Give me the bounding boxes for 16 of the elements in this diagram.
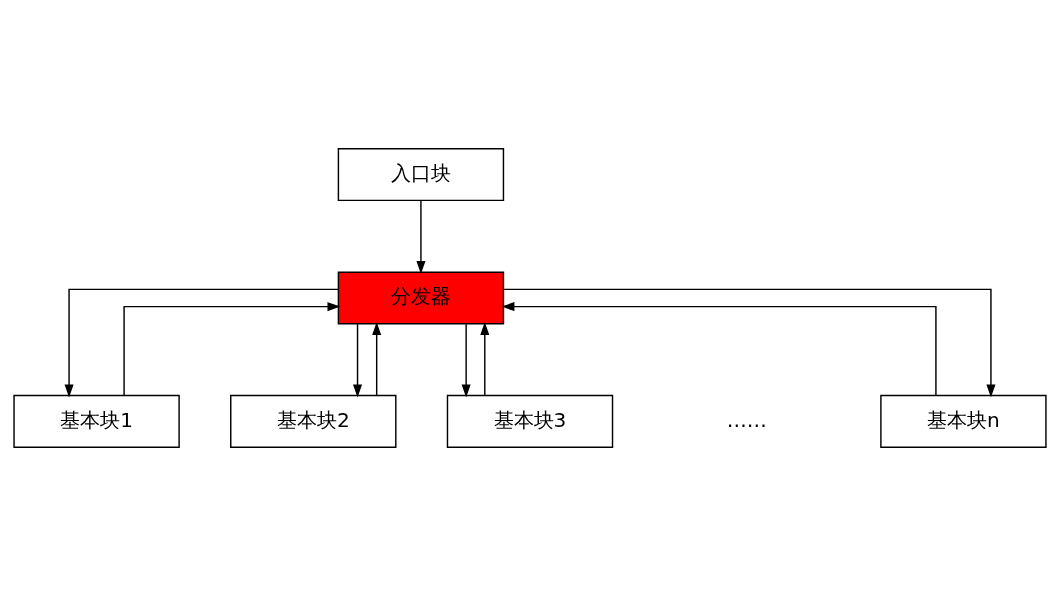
label: …… — [726, 407, 767, 432]
arrow — [461, 322, 471, 397]
arrow — [353, 322, 363, 397]
arrow — [501, 301, 937, 396]
arrow — [503, 288, 996, 397]
node-box: 基本块1 — [13, 394, 180, 448]
arrow — [64, 288, 339, 397]
arrow — [416, 199, 426, 274]
node-box: 分发器 — [337, 270, 505, 325]
node-box: 基本块3 — [446, 394, 614, 448]
node-box: 入口块 — [337, 147, 505, 201]
arrow — [372, 321, 382, 396]
arrow — [123, 301, 341, 396]
node-box: 基本块2 — [230, 394, 397, 448]
arrow — [480, 321, 490, 396]
node-box: 基本块n — [880, 394, 1047, 448]
